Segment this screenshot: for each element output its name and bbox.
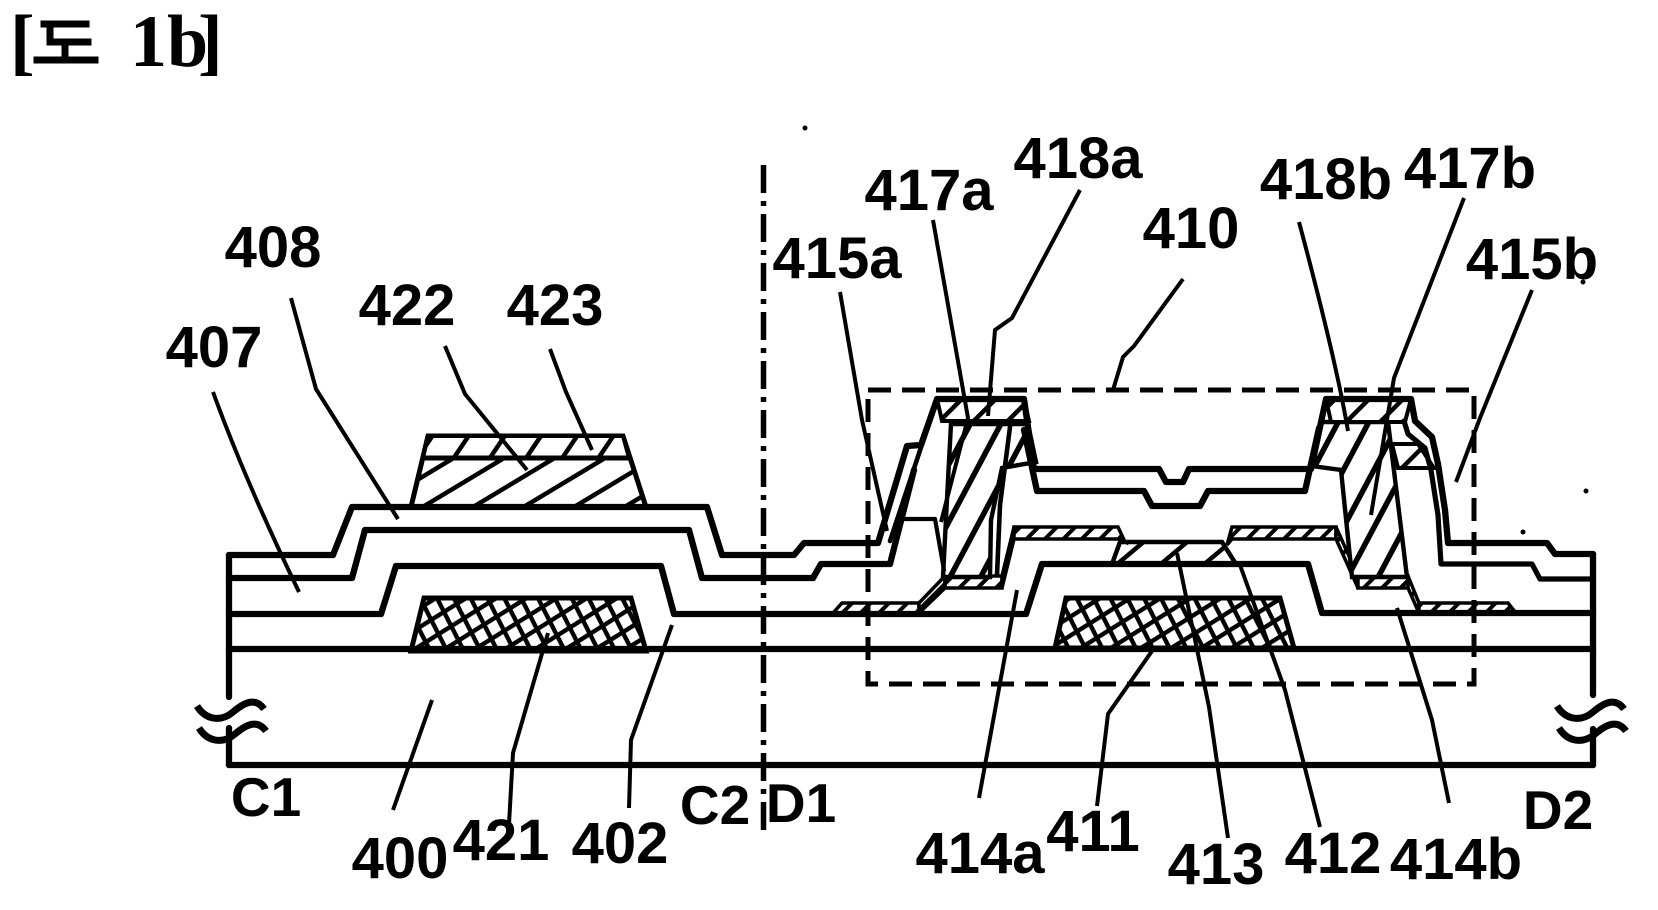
svg-text:1b: 1b [130,1,208,83]
svg-text:[: [ [10,1,35,83]
svg-text:421: 421 [453,808,550,873]
svg-text:402: 402 [572,811,669,876]
svg-text:C1: C1 [231,766,301,828]
svg-text:D2: D2 [1523,779,1593,841]
svg-text:413: 413 [1168,832,1265,897]
svg-text:410: 410 [1143,196,1240,261]
svg-text:]: ] [198,1,223,83]
svg-text:414b: 414b [1390,827,1522,892]
svg-text:423: 423 [507,273,604,338]
svg-text:400: 400 [352,826,449,891]
svg-text:417a: 417a [864,158,994,223]
svg-text:418a: 418a [1013,126,1143,191]
svg-text:417b: 417b [1404,136,1536,201]
svg-text:C2: C2 [680,774,750,836]
svg-text:D1: D1 [766,772,836,834]
svg-text:408: 408 [225,215,322,280]
svg-text:418b: 418b [1260,147,1392,212]
svg-text:422: 422 [359,273,456,338]
svg-text:415a: 415a [772,226,902,291]
svg-text:412: 412 [1285,821,1382,886]
svg-text:414a: 414a [915,821,1045,886]
svg-text:415b: 415b [1466,227,1598,292]
svg-text:407: 407 [166,315,263,380]
svg-text:411: 411 [1046,799,1140,864]
